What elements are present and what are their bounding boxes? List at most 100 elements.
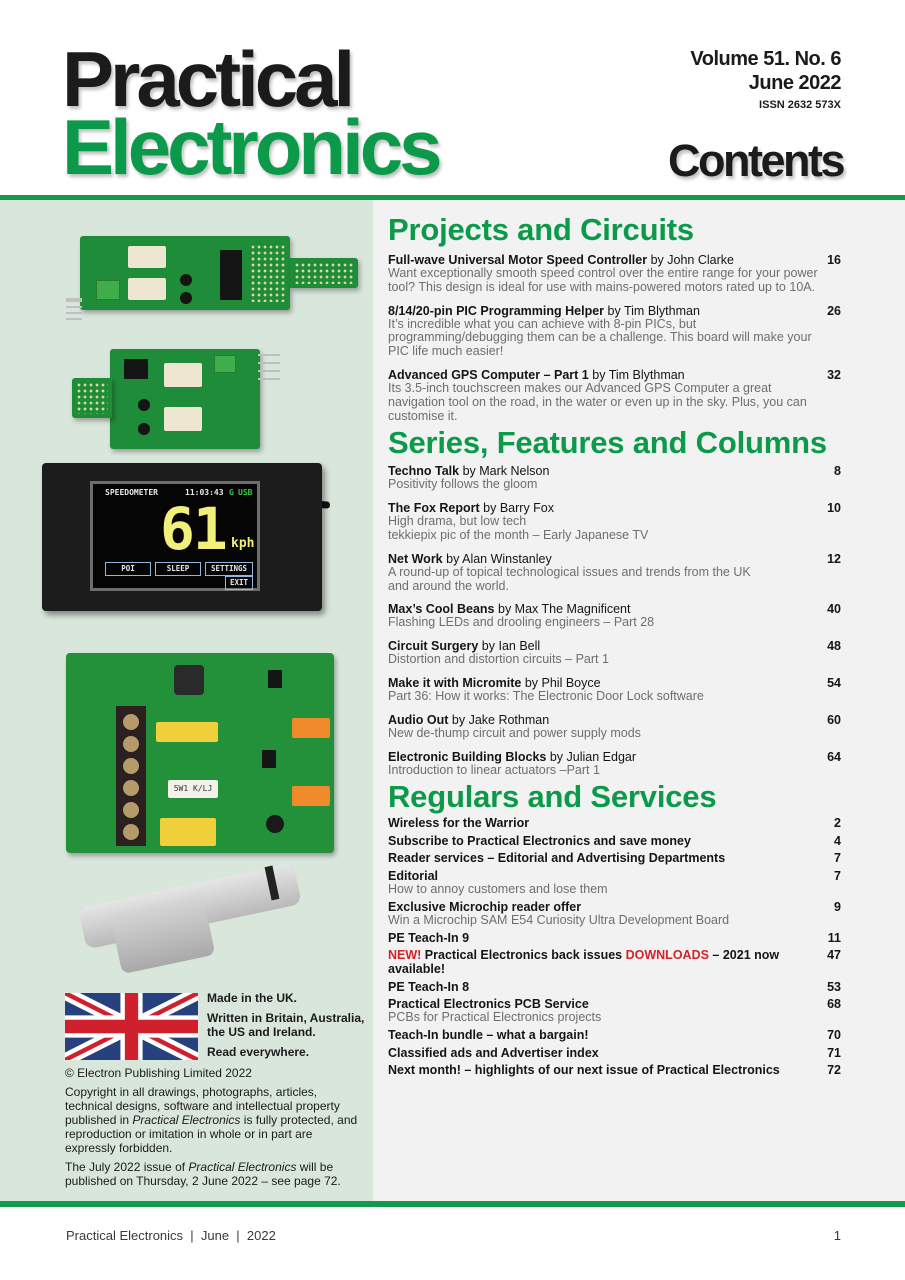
toc-entry[interactable]: PE Teach-In 9 11 [388,931,841,945]
toc-entry-back-issues[interactable]: NEW! Practical Electronics back issues D… [388,948,841,976]
entry-page: 72 [827,1063,841,1078]
gps-poi-button: POI [105,562,151,576]
toc-entry[interactable]: Exclusive Microchip reader offer 9 Win a… [388,900,841,928]
masthead: Practical Electronics Volume 51. No. 6 J… [0,0,905,196]
ic-chip [262,750,276,768]
logo-practical: Practical [62,35,355,123]
entry-title: 8/14/20-pin PIC Programming Helper [388,303,605,318]
union-jack-flag-icon [65,993,198,1060]
entry-desc: How to annoy customers and lose them [388,881,608,896]
toc-entry[interactable]: Circuit Surgery by Ian Bell 48 Distortio… [388,639,841,667]
orange-terminal [292,786,330,806]
footer-publication: Practical Electronics | June | 2022 [66,1228,276,1243]
entry-desc: Distortion and distortion circuits – Par… [388,652,609,667]
toc-entry[interactable]: Wireless for the Warrior 2 [388,816,841,830]
toc-entry[interactable]: 8/14/20-pin PIC Programming Helper by Ti… [388,304,841,359]
entry-author: by John Clarke [650,253,734,267]
toc-entry[interactable]: Teach-In bundle – what a bargain! 70 [388,1028,841,1042]
entry-page: 4 [834,833,841,848]
written-in: Written in Britain, Australia, the US an… [207,1011,365,1039]
entry-title: Circuit Surgery [388,639,479,654]
entry-title: Max’s Cool Beans [388,602,495,617]
gps-screen: SPEEDOMETER 11:03:43 G USB 61 kph POI SL… [90,481,260,591]
entry-page: 2 [834,816,841,831]
toc-entry[interactable]: PE Teach-In 8 53 [388,980,841,994]
entry-title: Full-wave Universal Motor Speed Controll… [388,253,648,267]
gps-speed: 61 [160,495,228,563]
entry-page: 8 [834,464,841,479]
toc-entry[interactable]: The Fox Report by Barry Fox 10 High dram… [388,501,841,543]
entry-title: Practical Electronics back issues [421,948,626,963]
power-resistor: 5W1 K/LJ [168,780,218,798]
entry-page: 70 [827,1028,841,1043]
entry-page: 11 [827,930,841,945]
entry-title: Teach-In bundle – what a bargain! [388,1028,589,1043]
top-divider [0,195,905,200]
entry-desc: Part 36: How it works: The Electronic Do… [388,688,704,703]
entry-desc: Flashing LEDs and drooling engineers – P… [388,615,655,630]
entry-title-suffix: – 2021 now available! [388,948,780,977]
bottom-divider [0,1201,905,1207]
entry-author: by Alan Winstanley [446,551,552,566]
entry-title: Make it with Micromite [388,675,522,690]
toc-entry[interactable]: Electronic Building Blocks by Julian Edg… [388,750,841,778]
entry-author: by Tim Blythman [592,367,685,382]
entry-desc: New de-thump circuit and power supply mo… [388,725,641,740]
gps-computer-photo: SPEEDOMETER 11:03:43 G USB 61 kph POI SL… [42,463,322,611]
entry-title: Classified ads and Advertiser index [388,1045,599,1060]
issue-date: June 2022 [748,72,842,94]
entry-title: Editorial [388,868,439,883]
toc-entry[interactable]: Classified ads and Advertiser index 71 [388,1046,841,1060]
entry-title: Practical Electronics PCB Service [388,997,589,1012]
page-title: Contents [668,135,846,186]
entry-desc: Positivity follows the gloom [388,477,538,492]
table-of-contents: Projects and Circuits Full-wave Universa… [388,212,841,1080]
entry-title: Exclusive Microchip reader offer [388,899,582,914]
entry-desc: Its 3.5-inch touchscreen makes our Advan… [388,380,807,423]
toc-entry[interactable]: Net Work by Alan Winstanley 12 A round-u… [388,552,841,594]
entry-page: 47 [827,948,841,963]
entry-page: 16 [827,253,841,267]
entry-page: 9 [834,899,841,914]
entry-author: by Tim Blythman [607,303,700,318]
entry-desc: PCBs for Practical Electronics projects [388,1010,602,1025]
toc-entry[interactable]: Reader services – Editorial and Advertis… [388,851,841,865]
section-projects: Projects and Circuits Full-wave Universa… [388,212,841,423]
toc-entry[interactable]: Audio Out by Jake Rothman 60 New de-thum… [388,713,841,741]
entry-desc: It’s incredible what you can achieve wit… [388,316,812,359]
entry-desc-secondary: tekkiepix pic of the month – Early Japan… [388,527,649,542]
pin-header [258,354,280,356]
entry-page: 64 [827,749,841,764]
toc-entry[interactable]: Editorial 7 How to annoy customers and l… [388,869,841,897]
pin-header [66,312,82,314]
toc-entry[interactable]: Next month! – highlights of our next iss… [388,1063,841,1077]
toc-entry[interactable]: Subscribe to Practical Electronics and s… [388,834,841,848]
toc-entry[interactable]: Make it with Micromite by Phil Boyce 54 … [388,676,841,704]
next-issue-text: The July 2022 issue of Practical Electro… [65,1160,341,1188]
section-heading: Regulars and Services [388,779,717,815]
issue-info: Volume 51. No. 6 June 2022 ISSN 2632 573… [690,47,841,114]
entry-desc: Introduction to linear actuators –Part 1 [388,762,600,777]
toc-entry[interactable]: Advanced GPS Computer – Part 1 by Tim Bl… [388,368,841,423]
gps-sleep-button: SLEEP [155,562,201,576]
pin-header [258,378,280,380]
entry-author: by Ian Bell [481,639,541,654]
entry-desc: Want exceptionally smooth speed control … [388,266,818,294]
gps-speed-unit: kph [231,536,255,551]
entry-page: 12 [827,551,841,566]
entry-author: by Phil Boyce [524,675,601,690]
entry-page: 10 [827,501,841,516]
made-in-uk: Made in the UK. [207,991,298,1005]
entry-page: 7 [834,868,841,883]
toc-entry[interactable]: Max’s Cool Beans by Max The Magnificent … [388,602,841,630]
toc-entry[interactable]: Full-wave Universal Motor Speed Controll… [388,253,841,295]
toc-entry[interactable]: Techno Talk by Mark Nelson 8 Positivity … [388,464,841,492]
section-heading: Series, Features and Columns [388,425,827,461]
footer-page-number: 1 [833,1228,841,1243]
electrolytic-cap [266,815,284,833]
orange-terminal [292,718,330,738]
entry-page: 71 [827,1045,841,1060]
toc-entry[interactable]: Practical Electronics PCB Service 68 PCB… [388,997,841,1025]
entry-desc: High drama, but low tech [388,514,527,529]
pic-programmer-board-small-photo [110,349,260,449]
